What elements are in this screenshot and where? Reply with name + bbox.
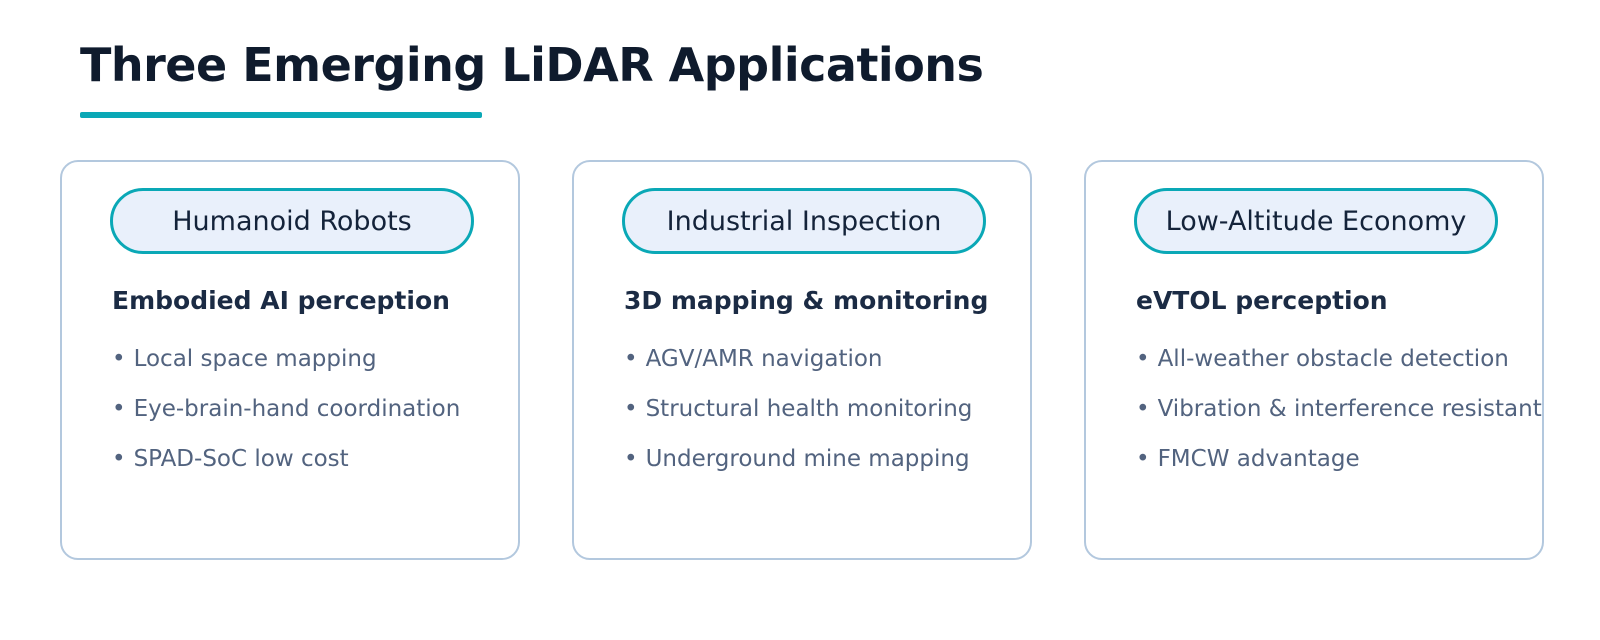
card-subtitle: 3D mapping & monitoring xyxy=(624,286,989,315)
bullet-item: All-weather obstacle detection xyxy=(1136,344,1542,374)
card-subtitle: eVTOL perception xyxy=(1136,286,1388,315)
bullet-list: All-weather obstacle detection Vibration… xyxy=(1136,344,1542,494)
bullet-item: Local space mapping xyxy=(112,344,460,374)
card-tag-pill: Low-Altitude Economy xyxy=(1134,188,1498,254)
title-underline xyxy=(80,112,482,118)
bullet-list: Local space mapping Eye-brain-hand coord… xyxy=(112,344,461,494)
bullet-item: SPAD-SoC low cost xyxy=(112,444,460,474)
bullet-item: Underground mine mapping xyxy=(624,444,972,474)
card-tag-pill: Industrial Inspection xyxy=(622,188,986,254)
bullet-item: Structural health monitoring xyxy=(624,394,973,424)
card-humanoid-robots: Humanoid Robots Embodied AI perception L… xyxy=(60,160,520,560)
card-industrial-inspection: Industrial Inspection 3D mapping & monit… xyxy=(572,160,1032,560)
bullet-list: AGV/AMR navigation Structural health mon… xyxy=(624,344,973,494)
bullet-item: AGV/AMR navigation xyxy=(624,344,972,374)
bullet-item: FMCW advantage xyxy=(1136,444,1542,474)
bullet-item: Eye-brain-hand coordination xyxy=(112,394,461,424)
card-tag-pill: Humanoid Robots xyxy=(110,188,474,254)
page-title: Three Emerging LiDAR Applications xyxy=(80,38,984,92)
bullet-item: Vibration & interference resistant xyxy=(1136,394,1542,424)
card-subtitle: Embodied AI perception xyxy=(112,286,450,315)
card-low-altitude-economy: Low-Altitude Economy eVTOL perception Al… xyxy=(1084,160,1544,560)
